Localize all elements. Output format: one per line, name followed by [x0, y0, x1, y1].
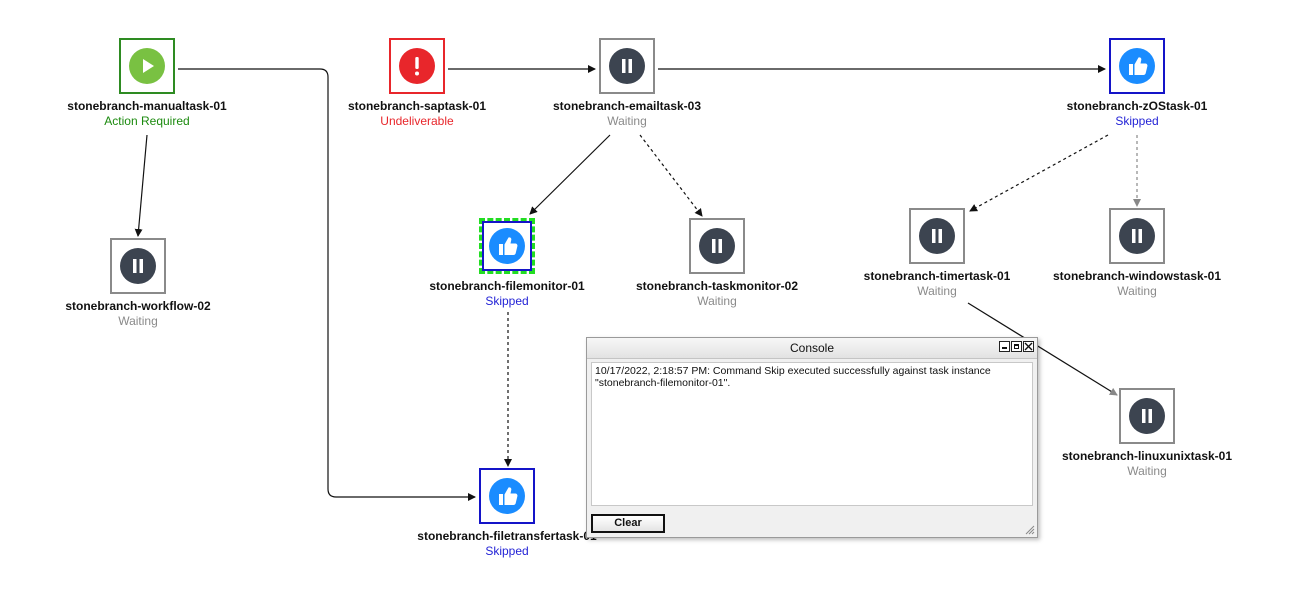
task-status: Skipped [485, 544, 529, 558]
task-node-zostask: stonebranch-zOStask-01 Skipped [1027, 38, 1247, 128]
task-node-saptask: stonebranch-saptask-01 Undeliverable [307, 38, 527, 128]
task-node-manualtask: stonebranch-manualtask-01 Action Require… [37, 38, 257, 128]
resize-grip-icon[interactable] [1023, 523, 1035, 535]
pause-icon [1129, 398, 1165, 434]
console-message-line: "stonebranch-filemonitor-01". [595, 377, 731, 389]
task-box-manualtask[interactable] [119, 38, 175, 94]
task-name: stonebranch-emailtask-03 [552, 99, 702, 113]
edge-manualtask-filetransfer [178, 68, 476, 501]
pause-icon [699, 228, 735, 264]
console-log[interactable]: 10/17/2022, 2:18:57 PM: Command Skip exe… [591, 362, 1033, 506]
task-box-taskmonitor[interactable] [689, 218, 745, 274]
thumbs-up-icon [489, 478, 525, 514]
task-box-emailtask[interactable] [599, 38, 655, 94]
task-status: Waiting [607, 114, 647, 128]
task-box-filetransfer[interactable] [479, 468, 535, 524]
task-box-linuxunix[interactable] [1119, 388, 1175, 444]
task-name: stonebranch-workflow-02 [65, 299, 211, 313]
task-status: Action Required [104, 114, 190, 128]
console-window: Console 10/17/2022, 2:18:57 PM: Command … [586, 337, 1038, 538]
pause-icon [919, 218, 955, 254]
task-box-saptask[interactable] [389, 38, 445, 94]
edge-zostask-timertask [969, 134, 1109, 212]
task-node-filetransfer: stonebranch-filetransfertask-01 Skipped [397, 468, 617, 558]
task-box-timertask[interactable] [909, 208, 965, 264]
task-node-taskmonitor: stonebranch-taskmonitor-02 Waiting [607, 218, 827, 308]
task-node-workflow02: stonebranch-workflow-02 Waiting [28, 238, 248, 328]
task-name: stonebranch-saptask-01 [347, 99, 487, 113]
task-status: Undeliverable [380, 114, 454, 128]
task-name: stonebranch-zOStask-01 [1066, 99, 1208, 113]
thumbs-up-icon [489, 228, 525, 264]
task-name: stonebranch-linuxunixtask-01 [1061, 449, 1233, 463]
task-node-emailtask: stonebranch-emailtask-03 Waiting [517, 38, 737, 128]
pause-icon [120, 248, 156, 284]
task-node-linuxunix: stonebranch-linuxunixtask-01 Waiting [1037, 388, 1257, 478]
console-titlebar[interactable]: Console [587, 338, 1037, 359]
minimize-icon[interactable] [999, 341, 1010, 352]
edge-emailtask-taskmonitor [639, 134, 703, 217]
pause-icon [1119, 218, 1155, 254]
thumbs-up-icon [1119, 48, 1155, 84]
play-icon [129, 48, 165, 84]
edge-timertask-linuxunix [967, 302, 1118, 396]
console-message-line: 10/17/2022, 2:18:57 PM: Command Skip exe… [595, 365, 991, 377]
task-box-workflow02[interactable] [110, 238, 166, 294]
task-box-zostask[interactable] [1109, 38, 1165, 94]
task-node-filemonitor: stonebranch-filemonitor-01 Skipped [397, 218, 617, 308]
maximize-icon[interactable] [1011, 341, 1022, 352]
edge-emailtask-filemonitor [529, 134, 611, 215]
task-node-timertask: stonebranch-timertask-01 Waiting [827, 208, 1047, 298]
task-name: stonebranch-filetransfertask-01 [417, 529, 597, 543]
task-box-filemonitor[interactable] [479, 218, 535, 274]
task-status: Skipped [485, 294, 529, 308]
task-status: Waiting [697, 294, 737, 308]
task-name: stonebranch-windowstask-01 [1052, 269, 1222, 283]
task-status: Waiting [1117, 284, 1157, 298]
task-box-windowstask[interactable] [1109, 208, 1165, 264]
alert-icon [399, 48, 435, 84]
pause-icon [609, 48, 645, 84]
close-icon[interactable] [1023, 341, 1034, 352]
task-name: stonebranch-taskmonitor-02 [635, 279, 799, 293]
task-name: stonebranch-timertask-01 [863, 269, 1011, 283]
task-status: Waiting [917, 284, 957, 298]
console-title: Console [789, 341, 835, 355]
task-status: Waiting [118, 314, 158, 328]
clear-button[interactable]: Clear [591, 514, 665, 533]
task-name: stonebranch-manualtask-01 [67, 99, 227, 113]
task-node-windowstask: stonebranch-windowstask-01 Waiting [1027, 208, 1247, 298]
task-name: stonebranch-filemonitor-01 [429, 279, 585, 293]
edge-manualtask-workflow [134, 134, 148, 237]
task-status: Skipped [1115, 114, 1159, 128]
task-status: Waiting [1127, 464, 1167, 478]
